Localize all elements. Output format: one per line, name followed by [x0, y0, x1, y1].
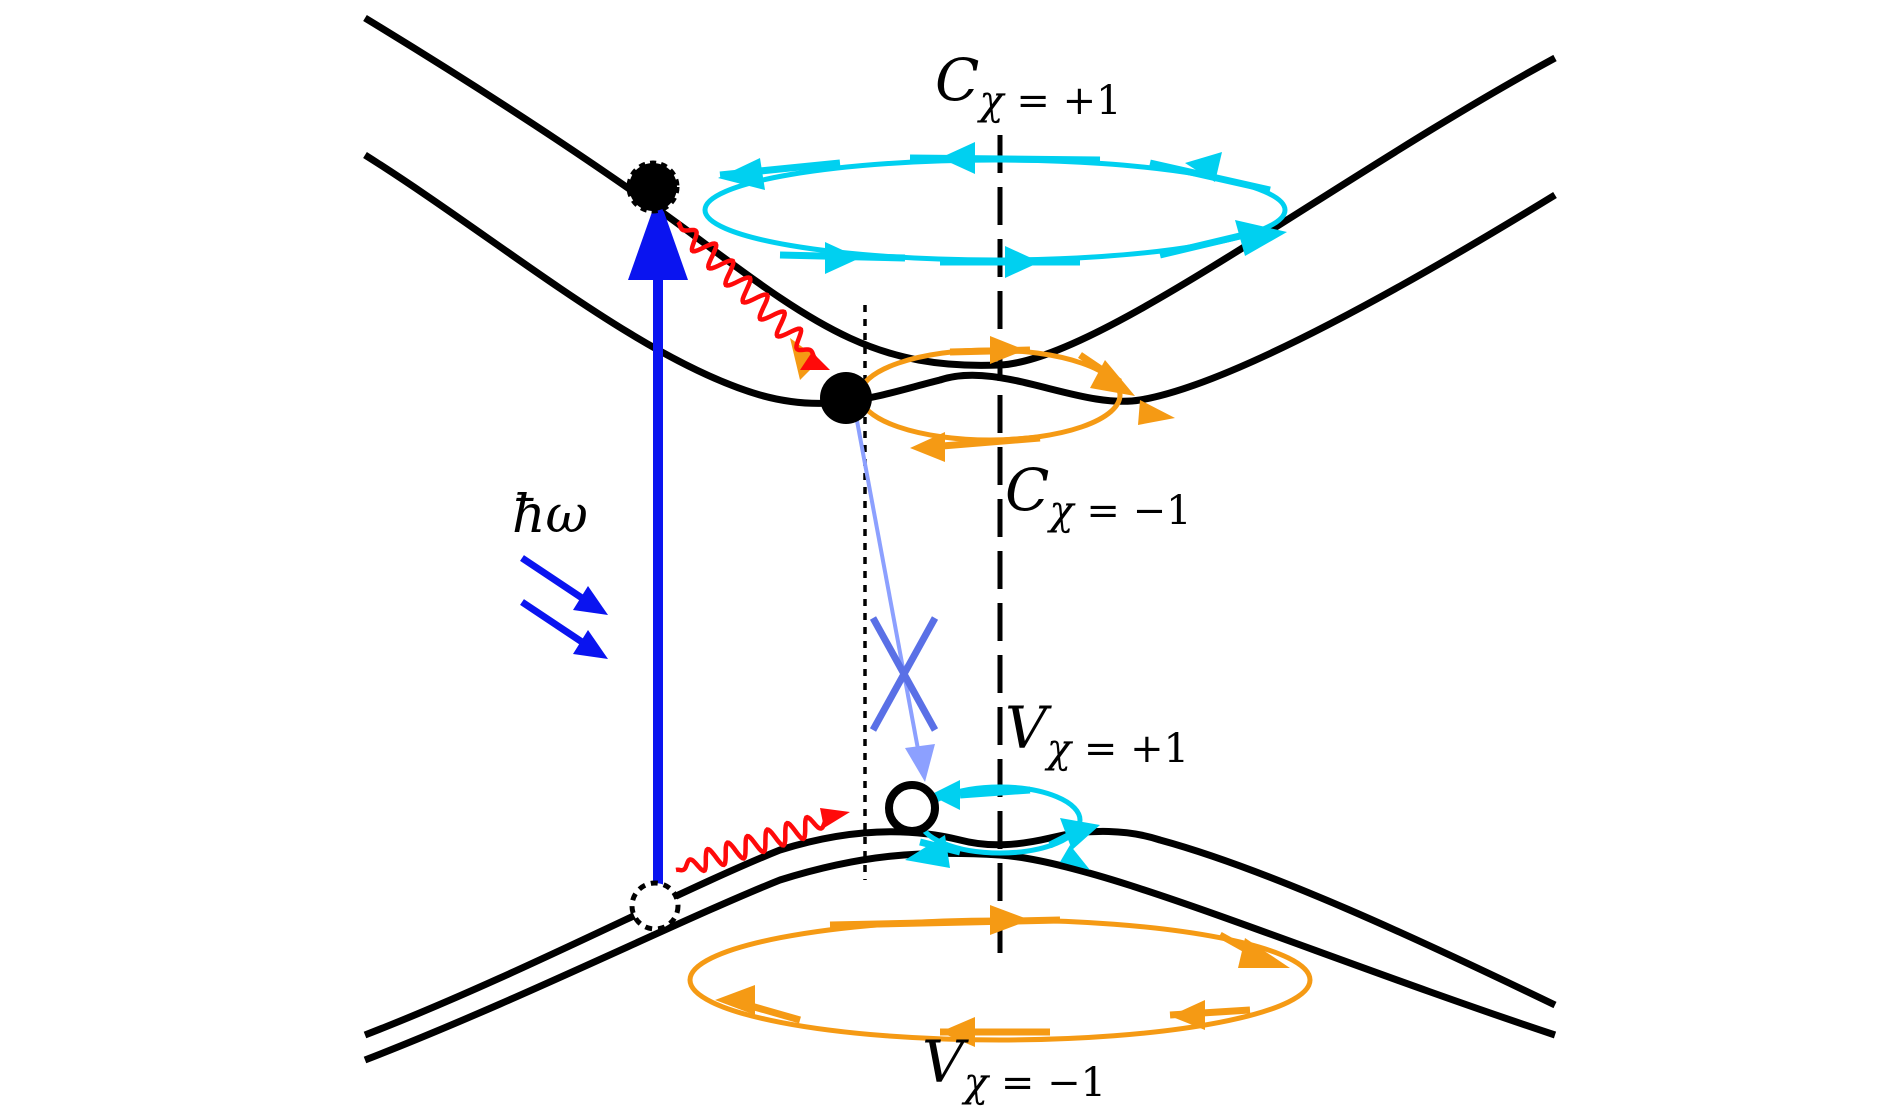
conduction-band-lower: [363, 152, 1557, 407]
orange-berry-loop-upper: [790, 336, 1175, 462]
cyan-berry-loop-upper: [702, 142, 1288, 278]
label-c-plus: Cχ = +1: [935, 46, 1122, 124]
label-v-minus: Vχ = −1: [922, 1028, 1106, 1106]
hole-initial: [629, 880, 681, 932]
forbidden-transition-arrow: [853, 409, 935, 782]
label-photon-energy: ħω: [512, 485, 588, 545]
relaxation-arrow-valence: [675, 808, 850, 874]
valence-band-lower: [363, 849, 1557, 1064]
conduction-band-upper: [363, 15, 1557, 369]
hole-relaxed: [885, 781, 939, 835]
cyan-berry-loop-lower: [905, 780, 1100, 870]
pump-arrow: [628, 195, 688, 890]
valence-band-upper: [363, 827, 1557, 1039]
label-c-minus: Cχ = −1: [1005, 456, 1192, 534]
photon-arrows: [520, 555, 608, 659]
excited-electron-initial: [626, 160, 680, 214]
label-v-plus: Vχ = +1: [1005, 694, 1189, 772]
electron-relaxed: [820, 372, 872, 424]
orange-berry-loop-lower: [687, 905, 1313, 1047]
forbidden-cross: [869, 616, 939, 732]
relaxation-arrow-conduction: [676, 220, 830, 370]
